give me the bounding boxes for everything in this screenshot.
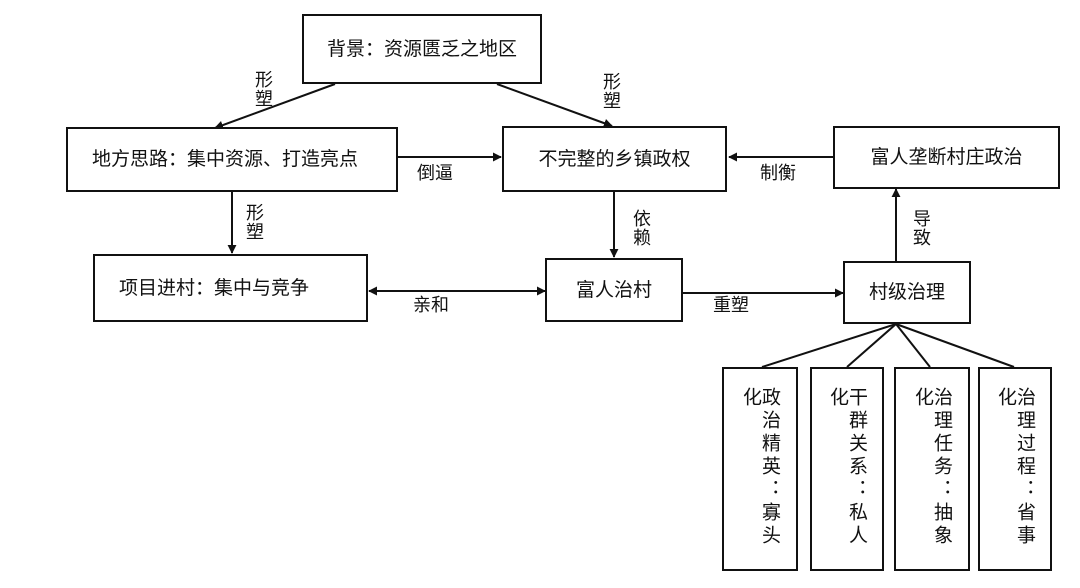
node-background: 背景：资源匮乏之地区 bbox=[302, 14, 542, 84]
node-governance-process-text: 治理过程：省事化 bbox=[995, 387, 1036, 548]
node-governance-tasks: 治理任务：抽象化 bbox=[894, 367, 970, 571]
arrow-background-to-local bbox=[214, 83, 336, 130]
label-shape-right: 形塑 bbox=[600, 72, 621, 110]
label-rely: 依赖 bbox=[630, 209, 651, 247]
label-lead: 导致 bbox=[910, 209, 931, 247]
label-force: 倒逼 bbox=[417, 163, 453, 184]
line-village-to-sub1 bbox=[761, 323, 897, 368]
node-political-elite: 政治精英：寡头化 bbox=[722, 367, 798, 571]
node-rich-monopoly: 富人垄断村庄政治 bbox=[833, 126, 1060, 189]
line-village-to-sub2 bbox=[846, 323, 897, 368]
label-affinity: 亲和 bbox=[413, 295, 449, 316]
node-governance-tasks-text: 治理任务：抽象化 bbox=[912, 387, 953, 548]
label-shape-down: 形塑 bbox=[243, 203, 264, 241]
node-project: 项目进村：集中与竞争 bbox=[93, 254, 368, 322]
node-cadre-relations-text: 干群关系：私人化 bbox=[827, 387, 868, 548]
node-township: 不完整的乡镇政权 bbox=[502, 126, 727, 192]
node-rich-rule: 富人治村 bbox=[545, 258, 683, 322]
label-shape-left: 形塑 bbox=[252, 70, 273, 108]
line-village-to-sub3 bbox=[895, 323, 931, 368]
node-cadre-relations: 干群关系：私人化 bbox=[810, 367, 884, 571]
node-local-thinking: 地方思路：集中资源、打造亮点 bbox=[66, 127, 398, 192]
arrow-background-to-township bbox=[496, 83, 613, 128]
node-political-elite-text: 政治精英：寡头化 bbox=[740, 387, 781, 548]
node-village-gov: 村级治理 bbox=[843, 261, 971, 324]
label-check: 制衡 bbox=[760, 163, 796, 184]
node-governance-process: 治理过程：省事化 bbox=[978, 367, 1052, 571]
label-reshape: 重塑 bbox=[713, 295, 749, 316]
line-village-to-sub4 bbox=[895, 323, 1015, 368]
